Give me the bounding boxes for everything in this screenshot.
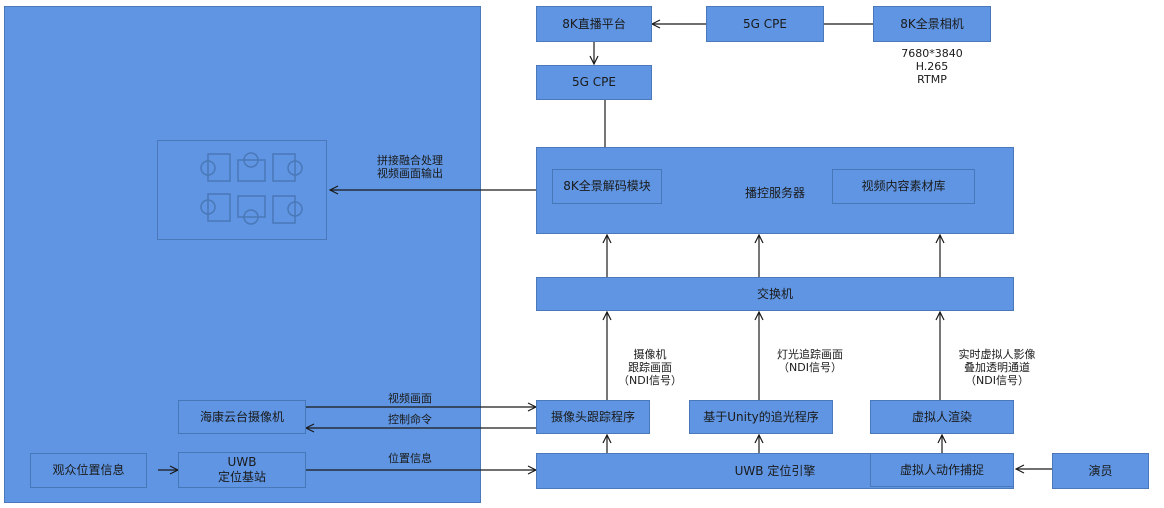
label-avatar-stream: 实时虚拟人影像 叠加透明通道 （NDI信号）: [958, 348, 1036, 387]
camera-spec-label: 7680*3840 H.265 RTMP: [901, 47, 963, 86]
projector-array-icon: [200, 152, 303, 225]
node-motion-capture[interactable]: 虚拟人动作捕捉: [870, 453, 1014, 487]
node-tracking-program[interactable]: 摄像头跟踪程序: [536, 400, 650, 434]
label-video-feed: 视频画面: [388, 392, 432, 405]
label-position-info: 位置信息: [388, 452, 432, 465]
server-label: 播控服务器: [744, 186, 805, 200]
node-switch[interactable]: 交换机: [536, 277, 1014, 311]
display-wall: [157, 140, 327, 240]
node-5g-cpe-mid[interactable]: 5G CPE: [536, 65, 652, 100]
node-5g-cpe-top[interactable]: 5G CPE: [706, 6, 824, 42]
node-uwb-station[interactable]: UWB 定位基站: [178, 452, 306, 488]
node-actor[interactable]: 演员: [1052, 453, 1149, 489]
node-avatar-render[interactable]: 虚拟人渲染: [870, 400, 1014, 434]
label-light-tracking: 灯光追踪画面 （NDI信号）: [777, 348, 843, 374]
node-unity-program[interactable]: 基于Unity的追光程序: [689, 400, 833, 434]
node-8k-camera[interactable]: 8K全景相机: [873, 6, 991, 42]
label-camera-tracking: 摄像机 跟踪画面 （NDI信号）: [618, 348, 682, 387]
node-live-platform[interactable]: 8K直播平台: [536, 6, 652, 42]
label-stitch-output: 拼接融合处理 视频画面输出: [377, 154, 443, 180]
node-content-library[interactable]: 视频内容素材库: [832, 169, 975, 204]
node-ptz-camera[interactable]: 海康云台摄像机: [178, 400, 306, 434]
label-control-command: 控制命令: [388, 413, 432, 426]
node-audience-position[interactable]: 观众位置信息: [30, 453, 147, 488]
node-decoder-module[interactable]: 8K全景解码模块: [552, 169, 662, 204]
